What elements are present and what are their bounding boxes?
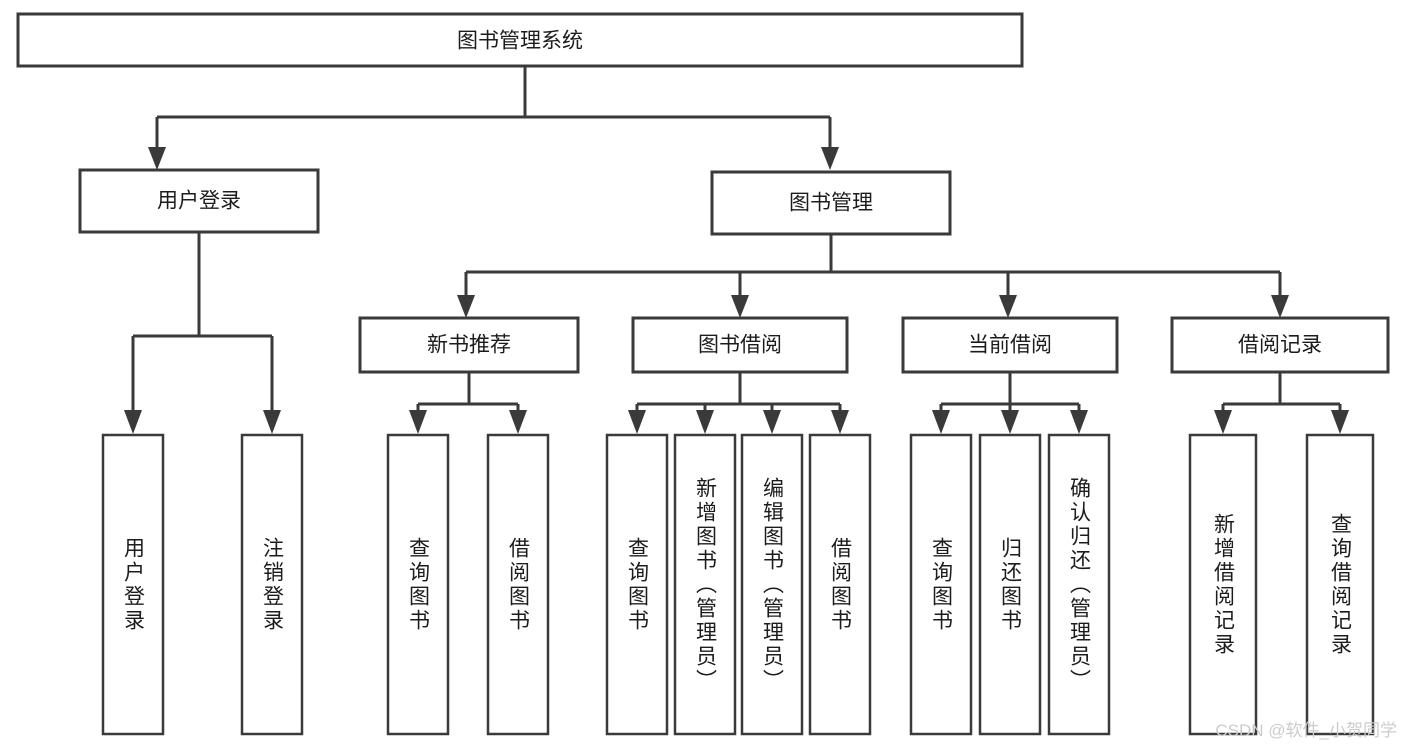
- node-book-management-label: 图书管理: [789, 192, 873, 215]
- node-new-book-recommend-label: 新书推荐: [427, 334, 511, 357]
- leaf-label: 查询借阅记录: [1329, 513, 1353, 657]
- leaf-label: 注销登录: [261, 537, 285, 633]
- connector-root-to-level2: [148, 66, 839, 170]
- leaf-label: 查询图书: [930, 537, 954, 633]
- leaf-label: 查询图书: [407, 537, 431, 633]
- node-user-login-label: 用户登录: [157, 190, 241, 213]
- node-new-book-recommend[interactable]: 新书推荐: [358, 316, 580, 374]
- leaf-current-borrow-1[interactable]: 归还图书: [978, 433, 1042, 736]
- leaf-current-borrow-2[interactable]: 确认归还（管理员）: [1047, 433, 1111, 736]
- arrow-icon: [457, 295, 475, 318]
- arrow-icon: [124, 410, 142, 434]
- csdn-watermark: CSDN @软件_小贺同学: [1215, 721, 1397, 740]
- node-book-borrow[interactable]: 图书借阅: [631, 316, 849, 374]
- leaf-user-login-0[interactable]: 用户登录: [101, 433, 165, 736]
- node-borrow-record-label: 借阅记录: [1238, 334, 1322, 357]
- arrow-icon: [1271, 295, 1289, 318]
- leaf-current-borrow-0[interactable]: 查询图书: [909, 433, 973, 736]
- arrow-icon: [999, 295, 1017, 318]
- leaf-label: 查询图书: [626, 537, 650, 633]
- leaf-label: 借阅图书: [829, 537, 853, 633]
- arrow-icon: [821, 147, 839, 170]
- arrow-icon: [1001, 410, 1019, 434]
- arrow-icon: [628, 410, 646, 434]
- leaf-book-borrow-2[interactable]: 编辑图书（管理员）: [740, 433, 804, 736]
- arrow-icon: [696, 410, 714, 434]
- leaf-book-borrow-1[interactable]: 新增图书（管理员）: [673, 433, 737, 736]
- leaf-label: 用户登录: [122, 537, 146, 633]
- leaf-label: 归还图书: [999, 537, 1023, 633]
- node-user-login[interactable]: 用户登录: [78, 168, 320, 234]
- connector-borrow-record-to-leaves: [1214, 372, 1349, 434]
- leaf-borrow-record-1[interactable]: 查询借阅记录: [1305, 433, 1375, 736]
- connector-current-borrow-to-leaves: [932, 372, 1088, 434]
- arrow-icon: [263, 410, 281, 434]
- leaf-borrow-record-0[interactable]: 新增借阅记录: [1188, 433, 1258, 736]
- node-current-borrow-label: 当前借阅: [968, 334, 1052, 357]
- connector-book-borrow-to-leaves: [628, 372, 849, 434]
- node-book-management[interactable]: 图书管理: [710, 170, 952, 236]
- arrow-icon: [509, 410, 527, 434]
- leaf-book-borrow-3[interactable]: 借阅图书: [808, 433, 872, 736]
- connector-new-book-recommend-to-leaves: [409, 372, 527, 434]
- node-borrow-record[interactable]: 借阅记录: [1170, 316, 1390, 374]
- leaf-user-login-1[interactable]: 注销登录: [240, 433, 304, 736]
- arrow-icon: [409, 410, 427, 434]
- arrow-icon: [1070, 410, 1088, 434]
- leaf-label: 新增图书（管理员）: [694, 477, 718, 693]
- arrow-icon: [1214, 410, 1232, 434]
- arrow-icon: [763, 410, 781, 434]
- arrow-icon: [731, 295, 749, 318]
- leaf-book-borrow-0[interactable]: 查询图书: [605, 433, 669, 736]
- node-root[interactable]: 图书管理系统: [16, 12, 1024, 68]
- arrow-icon: [148, 147, 166, 170]
- connector-user-login-to-leaves: [124, 232, 281, 434]
- node-root-label: 图书管理系统: [457, 30, 583, 53]
- arrow-icon: [831, 410, 849, 434]
- arrow-icon: [932, 410, 950, 434]
- leaf-label: 确认归还（管理员）: [1068, 477, 1092, 693]
- node-current-borrow[interactable]: 当前借阅: [901, 316, 1119, 374]
- leaf-label: 编辑图书（管理员）: [761, 477, 785, 693]
- node-book-borrow-label: 图书借阅: [698, 334, 782, 357]
- leaf-label: 借阅图书: [507, 537, 531, 633]
- leaf-new-book-recommend-1[interactable]: 借阅图书: [486, 433, 550, 736]
- arrow-icon: [1331, 410, 1349, 434]
- leaf-label: 新增借阅记录: [1212, 513, 1236, 657]
- connector-book-management-to-level3: [457, 234, 1289, 318]
- leaf-new-book-recommend-0[interactable]: 查询图书: [386, 433, 450, 736]
